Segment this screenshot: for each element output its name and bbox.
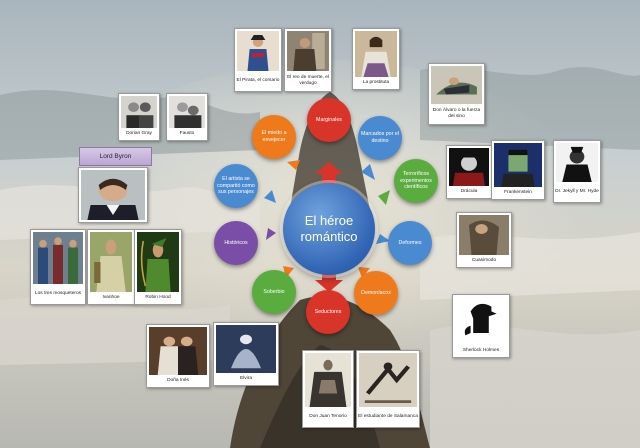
- portrait-pirata: [237, 31, 279, 71]
- card-ines[interactable]: Doña Inés: [146, 324, 210, 388]
- portrait-jekyll: [556, 143, 598, 182]
- card-mosqueteros[interactable]: Los tres mosqueteros: [30, 229, 86, 305]
- card-caption: El Pirata, el corsario: [236, 77, 280, 83]
- card-fausto[interactable]: Fausto: [166, 93, 208, 141]
- portrait-ines: [149, 327, 207, 375]
- portrait-prostituta: [355, 31, 397, 77]
- card-dorian[interactable]: Dorian Gray: [118, 93, 160, 141]
- lord-byron-label[interactable]: Lord Byron: [79, 147, 152, 166]
- card-caption: Sherlock Holmes: [462, 347, 500, 353]
- portrait-mosqueteros: [33, 232, 83, 284]
- node-seductores[interactable]: Seductores: [306, 290, 350, 334]
- card-pirata[interactable]: El Pirata, el corsario: [234, 28, 282, 92]
- node-label: Históricos: [224, 239, 248, 246]
- card-caption: El estudiante de Salamanca: [358, 413, 418, 419]
- card-caption: Dr. Jekyll y Mr. Hyde: [555, 188, 599, 194]
- node-label: Terroríficos experimentos científicos: [400, 171, 432, 191]
- card-sherlock[interactable]: Sherlock Holmes: [452, 294, 510, 358]
- card-frankenstein[interactable]: Frankenstein: [491, 140, 545, 200]
- card-caption: Doña Inés: [167, 377, 189, 383]
- card-caption: El reo de muerte, el verdugo: [287, 75, 329, 86]
- portrait-estudiante: [359, 353, 417, 407]
- node-label: Seductores: [314, 308, 342, 315]
- card-caption: Don Juan Tenorio: [309, 413, 347, 419]
- card-caption: Fausto: [179, 130, 195, 136]
- card-byron-portrait[interactable]: [78, 167, 148, 223]
- portrait-tenorio: [305, 353, 351, 407]
- card-caption: Los tres mosqueteros: [34, 290, 82, 296]
- portrait-frankenstein: [494, 143, 542, 187]
- node-marginales[interactable]: Marginales: [307, 98, 351, 142]
- node-label: El artista se compartió como sus persona…: [217, 176, 255, 196]
- portrait-robin: [137, 232, 179, 292]
- portrait-alvaro: [431, 66, 482, 104]
- card-caption: Elvira: [240, 375, 252, 381]
- node-demoniacos[interactable]: Demoníacos: [354, 271, 398, 315]
- node-deformes[interactable]: Deformes: [388, 221, 432, 265]
- card-cuasimodo[interactable]: Cuasimodo: [456, 212, 512, 268]
- node-miedo[interactable]: El miedo a envejecer: [252, 115, 296, 159]
- node-soberbio[interactable]: Soberbio: [252, 270, 296, 314]
- portrait-dorian: [121, 96, 157, 128]
- card-caption: Frankenstein: [504, 189, 532, 195]
- card-elvira[interactable]: Elvira: [213, 322, 279, 386]
- card-reo[interactable]: El reo de muerte, el verdugo: [284, 28, 332, 92]
- portrait-reo: [287, 31, 329, 71]
- card-caption: Drácula: [460, 188, 478, 194]
- central-node[interactable]: El héroe romántico: [283, 183, 375, 275]
- node-marcados[interactable]: Marcados por el destino: [358, 116, 402, 160]
- card-robin[interactable]: Robin Hood: [134, 229, 182, 305]
- central-node-title: El héroe romántico: [300, 213, 358, 244]
- node-label: Deformes: [398, 239, 422, 246]
- card-dracula[interactable]: Drácula: [446, 145, 492, 199]
- portrait-elvira: [216, 325, 276, 373]
- node-label: El miedo a envejecer: [261, 130, 287, 143]
- card-ivanhoe[interactable]: Ivanhoe: [87, 229, 135, 305]
- node-terrorificos[interactable]: Terroríficos experimentos científicos: [394, 159, 438, 203]
- node-label: Soberbio: [263, 288, 285, 295]
- portrait-dracula: [449, 148, 489, 186]
- node-label: Marginales: [316, 116, 342, 123]
- node-historicos[interactable]: Históricos: [214, 221, 258, 265]
- card-caption: Ivanhoe: [102, 294, 120, 300]
- card-caption: Dorian Gray: [126, 130, 152, 136]
- card-alvaro[interactable]: Don Álvaro o la fuerza del sino: [428, 63, 485, 125]
- portrait-ivanhoe: [90, 232, 132, 292]
- card-caption: Robin Hood: [145, 294, 171, 300]
- node-label: Marcados por el destino: [361, 131, 399, 144]
- card-jekyll[interactable]: Dr. Jekyll y Mr. Hyde: [553, 140, 601, 203]
- card-tenorio[interactable]: Don Juan Tenorio: [302, 350, 354, 428]
- node-label: Demoníacos: [361, 289, 391, 296]
- card-caption: Don Álvaro o la fuerza del sino: [432, 108, 481, 119]
- card-prostituta[interactable]: La prostituta: [352, 28, 400, 90]
- card-caption: La prostituta: [362, 79, 390, 85]
- portrait-byron: [81, 170, 145, 220]
- portrait-sherlock: [455, 297, 507, 345]
- portrait-fausto: [169, 96, 205, 128]
- portrait-cuasimodo: [459, 215, 509, 255]
- node-artista[interactable]: El artista se compartió como sus persona…: [214, 164, 258, 208]
- card-estudiante[interactable]: El estudiante de Salamanca: [356, 350, 420, 428]
- card-caption: Cuasimodo: [471, 257, 497, 263]
